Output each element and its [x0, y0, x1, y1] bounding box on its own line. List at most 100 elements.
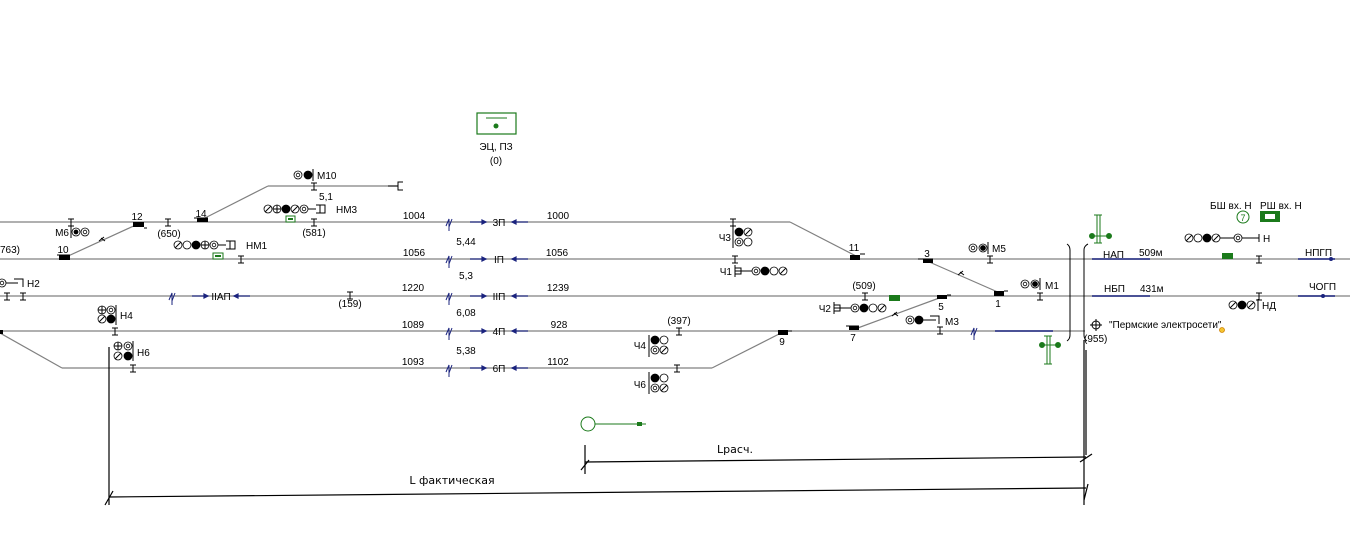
bsh-indicator[interactable]: 7	[1236, 210, 1250, 224]
dimension-actual-label: L фактическая	[409, 474, 494, 487]
switch-label-3: 3	[924, 249, 930, 260]
power-point-marker	[1219, 327, 1225, 333]
switch-3[interactable]	[918, 258, 933, 263]
signal-label-h: Н	[1263, 234, 1270, 245]
dimension-calc	[584, 456, 1087, 463]
span-upper: 5,1	[319, 192, 333, 203]
switch-5[interactable]	[937, 294, 951, 299]
dimension-lines	[104, 340, 1093, 506]
track-4p-right-length: 928	[551, 320, 568, 331]
signal-h4[interactable]	[97, 305, 117, 325]
route-signal[interactable]	[580, 416, 646, 432]
switch-markers	[0, 217, 1008, 335]
signal-label-hm1: НМ1	[246, 241, 268, 252]
track-labels	[168, 218, 978, 377]
track-3p-left-length: 1004	[403, 211, 426, 222]
switch-label-7: 7	[850, 333, 856, 344]
distance-955: (955)	[1084, 334, 1107, 345]
signal-h2[interactable]	[0, 278, 24, 288]
switch-1[interactable]	[994, 290, 1008, 296]
approach-nbp[interactable]: НБП	[1104, 284, 1125, 295]
rsh-label: РШ вх. Н	[1260, 201, 1302, 212]
signal-ch2[interactable]	[833, 302, 887, 314]
switch-label-10: 10	[57, 245, 69, 256]
track-6p-left-length: 1093	[402, 357, 425, 368]
signal-m10[interactable]	[293, 169, 314, 181]
signal-label-ch4: Ч4	[634, 341, 647, 352]
rail-circuit-icon	[168, 292, 176, 305]
switch-label-1: 1	[995, 299, 1001, 310]
distance-650: (650)	[157, 229, 180, 240]
station-panel[interactable]	[476, 112, 517, 135]
signal-hm1[interactable]	[173, 240, 236, 250]
track-6p-right-length: 1102	[547, 357, 569, 368]
track-2p-left-length: 1220	[402, 283, 425, 294]
rail-circuit-icon	[445, 364, 453, 377]
bsh-number: 7	[1240, 213, 1245, 223]
switch-label-11: 11	[849, 243, 860, 254]
switch-11[interactable]	[850, 253, 865, 260]
signal-label-m5: М5	[992, 244, 1006, 255]
rsh-indicator[interactable]	[1260, 211, 1280, 222]
disconnector-bottom[interactable]	[1039, 335, 1061, 365]
signal-hm3[interactable]	[263, 204, 326, 214]
span-1p: 5,44	[456, 237, 476, 248]
approach-lines	[995, 257, 1335, 332]
signal-label-m3: М3	[945, 317, 959, 328]
approach-nbp-length: 431м	[1140, 284, 1164, 295]
signal-m3[interactable]	[905, 315, 940, 325]
signal-ch4[interactable]	[648, 335, 669, 357]
switch-label-14: 14	[195, 209, 207, 220]
track-name-6p[interactable]: 6П	[493, 364, 506, 375]
track-1p-right-length: 1056	[546, 248, 569, 259]
track-name-2p[interactable]: IIП	[493, 292, 506, 303]
track-3p-right-length: 1000	[547, 211, 570, 222]
distance-397: (397)	[667, 316, 690, 327]
switch-14[interactable]	[194, 217, 208, 222]
signal-ch1[interactable]	[734, 265, 788, 277]
disconnector-top[interactable]	[1089, 214, 1112, 244]
station-boundary	[1066, 243, 1089, 342]
track-name-1p[interactable]: IП	[494, 255, 504, 266]
signal-label-m1: М1	[1045, 281, 1059, 292]
distance-509: (509)	[852, 281, 875, 292]
signal-m1[interactable]	[1020, 278, 1041, 290]
exit-chogp[interactable]: ЧОГП	[1309, 282, 1336, 293]
insulating-joints	[4, 182, 1262, 373]
signal-label-hm3: НМ3	[336, 205, 358, 216]
signal-label-ch2: Ч2	[819, 304, 832, 315]
rail-circuit-icon	[445, 292, 453, 305]
signal-label-m10: М10	[317, 171, 337, 182]
iiap-label[interactable]: IIАП	[211, 292, 230, 303]
signal-label-m6: М6	[55, 228, 69, 239]
track-4p-left-length: 1089	[402, 320, 425, 331]
signal-label-ch6: Ч6	[634, 380, 647, 391]
station-panel-count: (0)	[490, 156, 502, 167]
track-2p-right-length: 1239	[547, 283, 570, 294]
switch-9[interactable]	[778, 330, 792, 335]
track-name-4p[interactable]: 4П	[493, 327, 506, 338]
signal-h[interactable]	[1184, 233, 1260, 243]
span-6p: 5,38	[456, 346, 476, 357]
switch-7[interactable]	[846, 325, 859, 330]
rail-circuit-icon	[445, 255, 453, 268]
power-source-icon	[1090, 319, 1102, 331]
dimension-calc-label: Lрасч.	[717, 443, 753, 456]
distance-159: (159)	[338, 299, 361, 310]
signal-hd[interactable]	[1228, 299, 1259, 311]
signal-ch3[interactable]	[732, 225, 753, 248]
signal-m5[interactable]	[968, 242, 989, 254]
signal-m6[interactable]	[70, 226, 90, 238]
signal-ch6[interactable]	[648, 372, 669, 394]
switch-12[interactable]	[133, 222, 147, 229]
signal-label-ch3: Ч3	[719, 233, 732, 244]
approach-nap[interactable]: НАП	[1103, 250, 1124, 261]
switch-10[interactable]	[57, 254, 70, 260]
signal-h6[interactable]	[113, 341, 134, 361]
signal-label-ch1: Ч1	[720, 267, 733, 278]
track-name-3p[interactable]: 3П	[493, 218, 506, 229]
distance-581: (581)	[302, 228, 325, 239]
power-source-label: "Пермские электросети"	[1109, 320, 1222, 331]
exit-npgp[interactable]: НПГП	[1305, 248, 1332, 259]
